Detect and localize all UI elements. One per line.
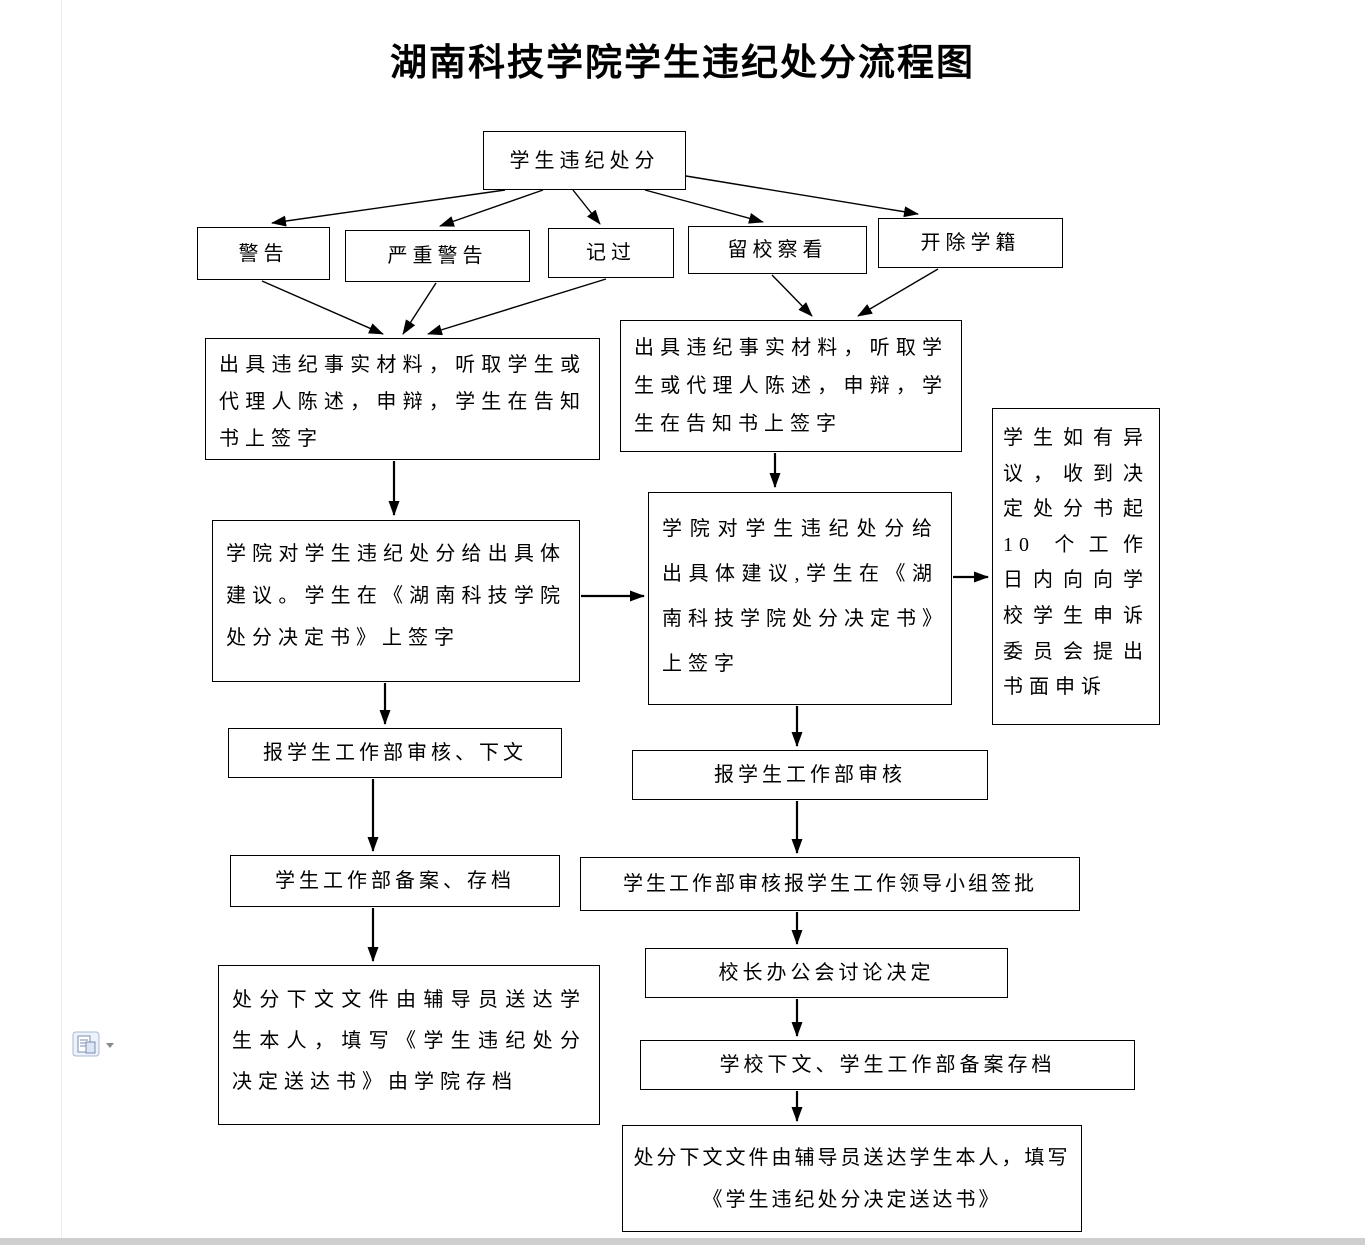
node-right-archive: 学校下文、学生工作部备案存档 — [640, 1040, 1135, 1090]
arrow-start-demerit — [572, 189, 601, 225]
page-title: 湖南科技学院学生违纪处分流程图 — [390, 42, 975, 83]
page-bottom-edge — [0, 1238, 1365, 1245]
arrow-start-warning — [271, 189, 506, 227]
node-serious-warning: 严重警告 — [345, 230, 530, 282]
arrow-probation-right-material — [771, 274, 813, 317]
arrow-start-expulsion — [685, 175, 919, 218]
arrow-expulsion-right-material — [857, 268, 939, 317]
arrow-demerit-left-material — [427, 278, 607, 336]
node-right-material: 出具违纪事实材料，听取学生或代理人陈述，申辩，学生在告知书上签字 — [620, 320, 962, 452]
node-demerit: 记过 — [548, 228, 674, 278]
node-left-archive: 学生工作部备案、存档 — [230, 855, 560, 907]
arrow-serious-left-material — [402, 282, 437, 335]
paste-options-icon[interactable] — [72, 1031, 118, 1059]
node-right-review: 报学生工作部审核 — [632, 750, 988, 800]
node-warning: 警告 — [197, 227, 330, 280]
node-right-approve: 学生工作部审核报学生工作领导小组签批 — [580, 857, 1080, 911]
node-start: 学生违纪处分 — [483, 131, 686, 190]
node-right-deliver: 处分下文文件由辅导员送达学生本人，填写《学生违纪处分决定送达书》 — [622, 1125, 1082, 1232]
node-left-decision: 学院对学生违纪处分给出具体建议。学生在《湖南科技学院处分决定书》上签字 — [212, 520, 580, 682]
node-probation: 留校察看 — [688, 226, 867, 274]
node-right-decision: 学院对学生违纪处分给出具体建议,学生在《湖南科技学院处分决定书》上签字 — [648, 492, 952, 705]
arrow-start-probation — [644, 189, 764, 224]
page-edge-line — [61, 0, 62, 1245]
arrow-warning-left-material — [261, 280, 384, 335]
node-right-meeting: 校长办公会讨论决定 — [645, 948, 1008, 998]
node-expulsion: 开除学籍 — [878, 218, 1063, 268]
arrow-start-serious-warning — [439, 189, 544, 227]
node-left-review: 报学生工作部审核、下文 — [228, 728, 562, 778]
node-left-material: 出具违纪事实材料，听取学生或代理人陈述，申辩，学生在告知书上签字 — [205, 338, 600, 460]
node-left-deliver: 处分下文文件由辅导员送达学生本人，填写《学生违纪处分决定送达书》由学院存档 — [218, 965, 600, 1125]
node-appeal: 学生如有异议，收到决定处分书起 10 个工作日内向向学校学生申诉委员会提出书面申… — [992, 408, 1160, 725]
